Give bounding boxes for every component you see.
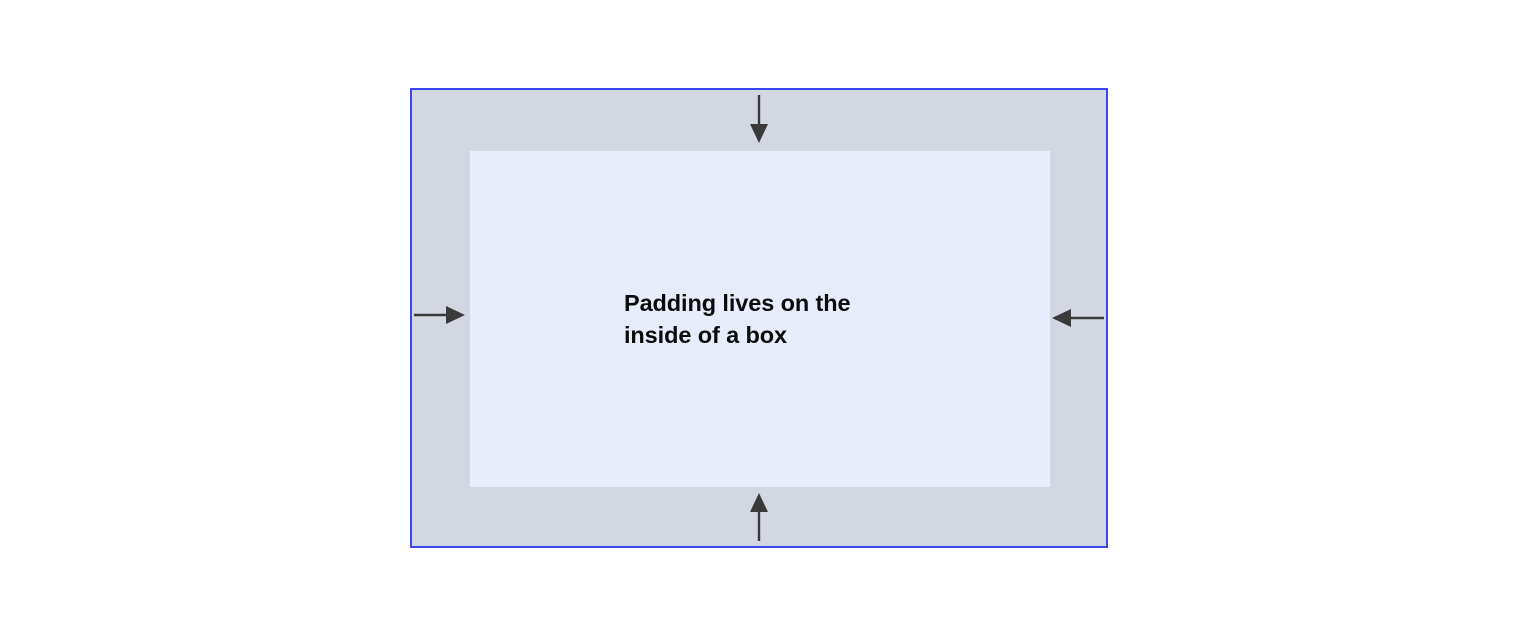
bottom-padding-arrow-icon: [750, 493, 768, 541]
top-padding-arrow-icon: [750, 95, 768, 143]
right-padding-arrow-icon: [1052, 309, 1104, 327]
content-text-label: Padding lives on the inside of a box: [624, 290, 851, 348]
content-box: Padding lives on the inside of a box: [470, 151, 1050, 487]
left-padding-arrow-icon: [414, 306, 465, 324]
